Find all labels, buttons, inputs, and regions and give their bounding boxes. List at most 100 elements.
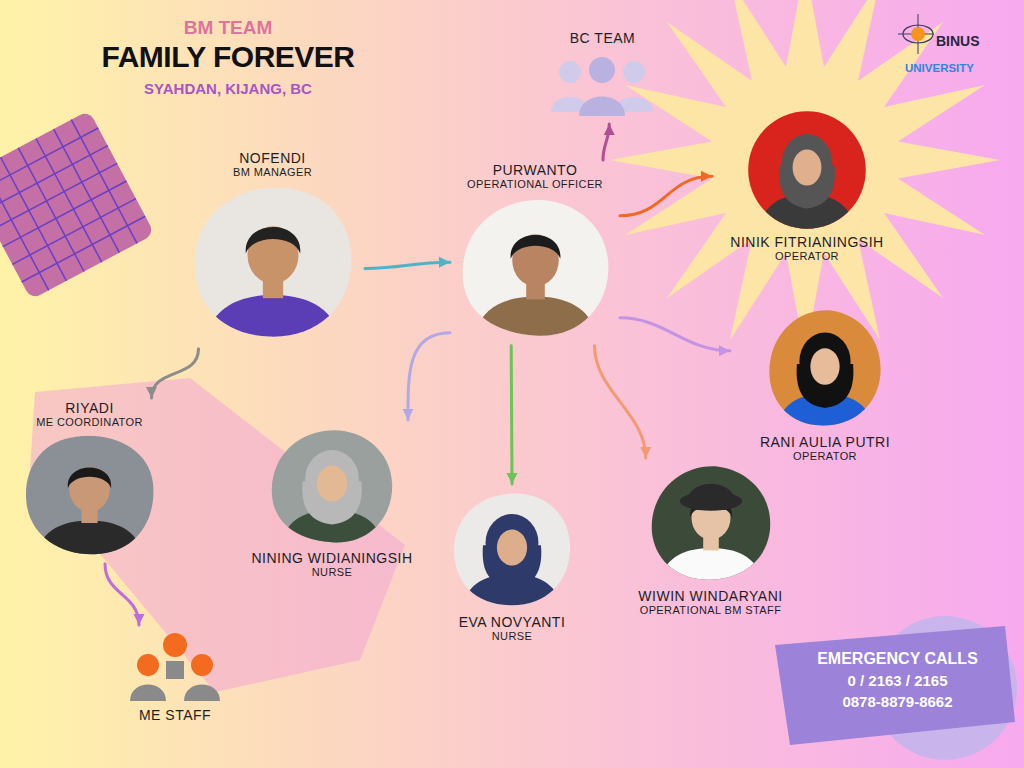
photo-frame bbox=[764, 308, 886, 430]
photo-frame bbox=[126, 631, 224, 703]
person-face bbox=[793, 150, 822, 186]
member-photo bbox=[268, 426, 396, 546]
member-photo bbox=[449, 490, 575, 610]
member-name: BC TEAM bbox=[570, 30, 635, 46]
label: 0878-8879-8662 bbox=[785, 693, 1010, 710]
photo-frame bbox=[458, 195, 613, 340]
photo-content bbox=[747, 110, 867, 230]
connector bbox=[620, 318, 730, 356]
label: BM TEAM bbox=[78, 17, 378, 39]
photo-frame bbox=[22, 433, 157, 558]
label: SYAHDAN, KIJANG, BC bbox=[78, 80, 378, 97]
grid-lines bbox=[0, 110, 155, 299]
person-hair bbox=[245, 227, 300, 253]
member-role: OPERATIONAL BM STAFF bbox=[640, 604, 782, 617]
member-node: ME STAFF bbox=[115, 625, 235, 725]
connector bbox=[403, 333, 451, 420]
label: BINUS bbox=[936, 33, 1016, 49]
person-body bbox=[579, 97, 625, 117]
member-node: EVA NOVYANTINURSE bbox=[422, 484, 602, 645]
arrow-head bbox=[403, 409, 414, 420]
hijab bbox=[305, 450, 359, 508]
member-node: RIYADIME COORDINATOR bbox=[12, 398, 167, 564]
staff-icon bbox=[126, 631, 224, 703]
grid-sheet bbox=[0, 110, 155, 299]
hijab bbox=[486, 514, 539, 572]
title: FAMILY FOREVER bbox=[78, 40, 378, 73]
photo-content bbox=[188, 183, 358, 343]
connector bbox=[365, 257, 450, 269]
member-role: ME COORDINATOR bbox=[36, 416, 143, 429]
connector-line bbox=[595, 346, 646, 458]
photo-content bbox=[268, 426, 396, 546]
connector bbox=[620, 171, 712, 216]
member-photo bbox=[646, 464, 776, 584]
connector-line bbox=[365, 262, 450, 268]
photo-frame bbox=[747, 110, 867, 230]
person-head bbox=[589, 57, 615, 83]
person-body bbox=[184, 685, 220, 702]
member-name: PURWANTO bbox=[493, 162, 578, 178]
member-name: RANI AULIA PUTRI bbox=[760, 434, 890, 450]
person-face bbox=[497, 530, 527, 566]
member-role: BM MANAGER bbox=[233, 166, 312, 179]
link-square bbox=[166, 661, 184, 679]
photo-content bbox=[22, 433, 157, 558]
label: UNIVERSITY bbox=[905, 62, 1015, 75]
member-node: WIWIN WINDARYANIOPERATIONAL BM STAFF bbox=[618, 458, 803, 619]
connector-line bbox=[510, 346, 514, 484]
photo-frame bbox=[188, 183, 358, 343]
arrow-head bbox=[146, 387, 157, 398]
person-face bbox=[317, 466, 348, 502]
member-node: BC TEAM bbox=[535, 28, 670, 124]
member-role: OPERATIONAL OFFICER bbox=[467, 178, 603, 191]
arrow-head bbox=[507, 473, 518, 484]
photo-frame bbox=[268, 426, 396, 546]
member-node: NINIK FITRIANINGSIHOPERATOR bbox=[712, 104, 902, 265]
member-name: RIYADI bbox=[65, 400, 114, 416]
member-node: RANI AULIA PUTRIOPERATOR bbox=[730, 302, 920, 465]
arrow-head bbox=[701, 171, 712, 182]
grid-paper bbox=[0, 110, 155, 299]
member-name: NOFENDI bbox=[239, 150, 306, 166]
person-hair bbox=[510, 235, 560, 259]
arrow-head bbox=[719, 345, 730, 356]
photo-frame bbox=[646, 464, 776, 584]
member-photo bbox=[188, 183, 358, 343]
person-body bbox=[130, 685, 166, 702]
member-role: NURSE bbox=[492, 630, 533, 643]
member-name: ME STAFF bbox=[139, 707, 211, 723]
person-head bbox=[623, 61, 645, 83]
emergency-tag bbox=[775, 626, 1015, 745]
member-name: NINING WIDIANINGSIH bbox=[251, 550, 412, 566]
member-role: OPERATOR bbox=[793, 450, 857, 463]
member-node: NOFENDIBM MANAGER bbox=[180, 148, 365, 349]
person-shoulders bbox=[205, 295, 341, 343]
connector bbox=[105, 564, 145, 625]
member-photo bbox=[764, 308, 886, 430]
connector-line bbox=[152, 349, 199, 398]
photo-content bbox=[449, 490, 575, 610]
connector bbox=[507, 346, 518, 484]
arrow-head bbox=[640, 447, 651, 458]
hijab bbox=[782, 134, 832, 192]
arrow-head bbox=[439, 257, 450, 268]
person-head bbox=[559, 61, 581, 83]
person-shoulders bbox=[473, 296, 597, 340]
member-role: OPERATOR bbox=[775, 250, 839, 263]
person-face bbox=[810, 348, 839, 385]
member-photo bbox=[458, 195, 613, 340]
member-photo bbox=[747, 110, 867, 230]
person-hair bbox=[68, 467, 111, 488]
photo-frame bbox=[449, 490, 575, 610]
member-node: NINING WIDIANINGSIHNURSE bbox=[232, 420, 432, 581]
team-icon bbox=[545, 50, 660, 118]
hijab bbox=[799, 332, 850, 391]
connector bbox=[595, 346, 652, 458]
person-shoulders bbox=[36, 520, 144, 558]
member-photo bbox=[22, 433, 157, 558]
logo-dot bbox=[911, 27, 925, 41]
hat-crown bbox=[687, 484, 734, 501]
person-head bbox=[137, 654, 159, 676]
